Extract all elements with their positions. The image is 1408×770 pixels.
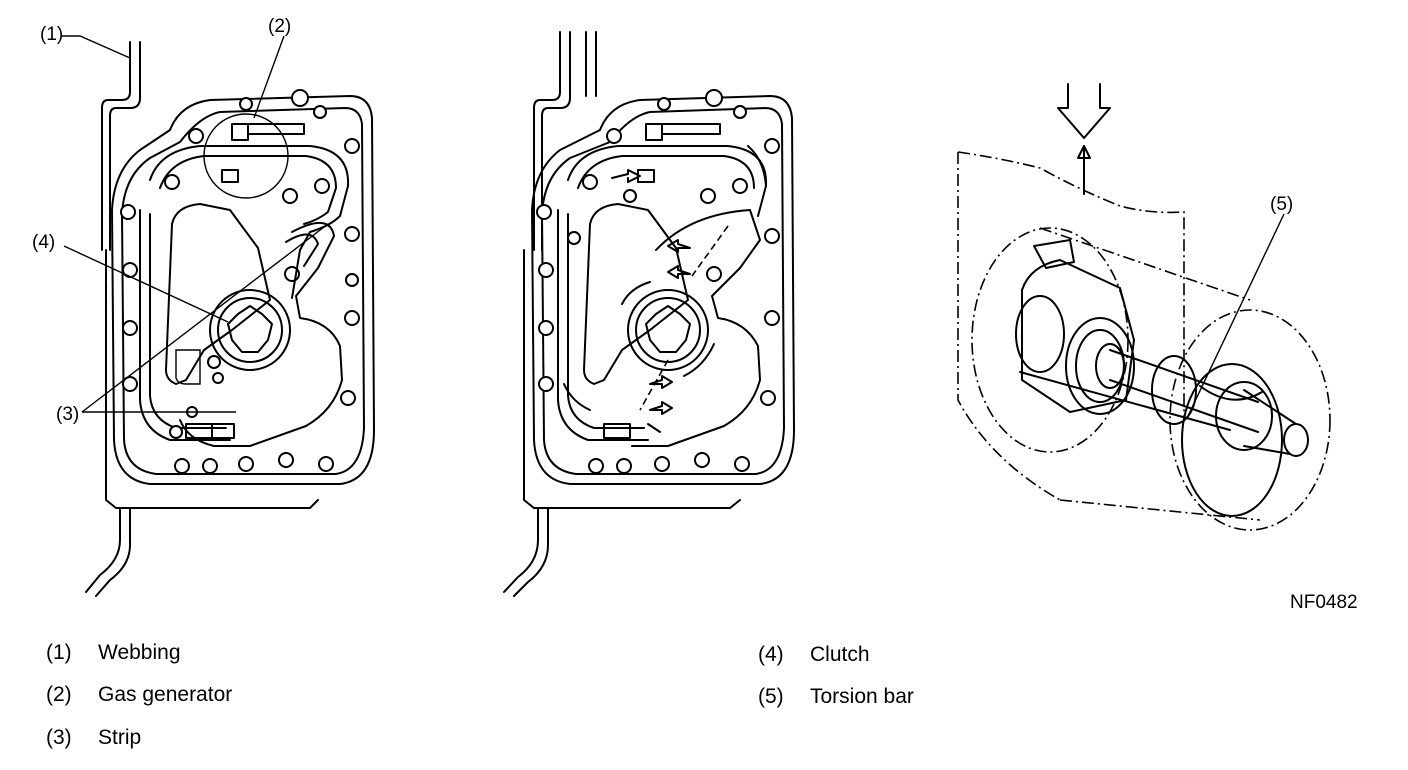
legend-label: Webbing xyxy=(98,641,181,664)
housing-plate xyxy=(111,95,375,485)
gas-generator xyxy=(203,113,305,199)
callout-3: (3) xyxy=(56,404,79,425)
callout-4: (4) xyxy=(32,232,55,253)
figure-code: NF0482 xyxy=(1290,592,1358,613)
callout-1: (1) xyxy=(40,24,63,45)
clutch-hub-middle xyxy=(627,289,709,371)
motion-arrows xyxy=(563,145,767,433)
legend-label: Gas generator xyxy=(98,683,233,706)
legend-num: (3) xyxy=(46,726,72,749)
legend-num: (4) xyxy=(758,643,784,666)
legend-label: Torsion bar xyxy=(810,685,914,708)
pretensioner-activated-view xyxy=(503,31,795,597)
rivet-holes xyxy=(120,89,360,474)
legend-num: (5) xyxy=(758,685,784,708)
callout-2: (2) xyxy=(268,16,291,37)
legend-label: Strip xyxy=(98,726,142,749)
legend-label: Clutch xyxy=(810,643,870,666)
torsion-bar xyxy=(1109,349,1259,403)
callout-5: (5) xyxy=(1270,194,1293,215)
webbing-strap-middle xyxy=(533,31,561,251)
rivet-holes-middle xyxy=(536,89,780,474)
strip-path xyxy=(179,222,343,447)
webbing-strap xyxy=(101,41,131,251)
legend-num: (2) xyxy=(46,683,72,706)
legend-num: (1) xyxy=(46,641,72,664)
torsion-bar-cutaway: (5) xyxy=(957,83,1331,531)
force-arrow xyxy=(1057,83,1111,139)
clutch-hub xyxy=(209,289,291,371)
seatbelt-pretensioner-diagram: (1) (2) (4) (3) xyxy=(32,16,1358,613)
pretensioner-left-view: (1) (2) (4) (3) xyxy=(32,16,375,597)
